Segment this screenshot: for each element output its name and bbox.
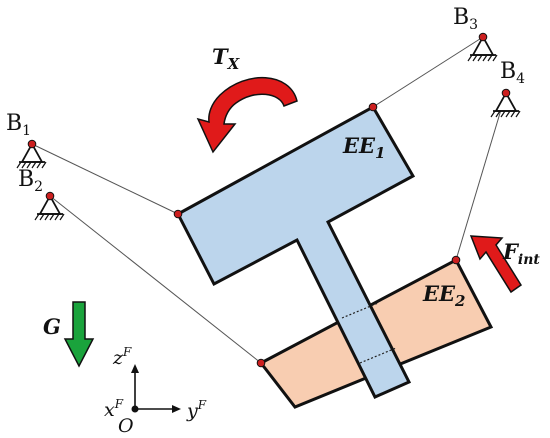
label-b1: B1 [6,111,31,139]
label-ee1: EE1 [342,133,385,162]
label-gravity: G [43,314,61,339]
label-force: Fint [502,239,540,268]
force-arrow [469,235,523,294]
anchor-b4-joint [501,88,511,98]
label-torque: TX [212,44,241,73]
cable-b2 [49,195,262,364]
label-x-axis: xF [104,397,124,421]
label-b2: B2 [18,167,43,195]
ee1-joint-top [368,102,378,112]
overlap-line-upper [341,302,379,319]
label-origin: O [118,415,134,437]
ee1-body [175,104,416,399]
label-b3: B3 [453,5,478,33]
cable-b1 [31,143,179,215]
gravity-arrow [63,301,95,368]
anchor-b4 [490,88,521,118]
coordinate-frame [131,364,181,413]
anchor-b2-joint [45,191,55,201]
torque-arrow [196,76,298,154]
label-y-axis: yF [186,398,207,422]
ee2-joint-top [451,255,461,265]
anchor-b3-joint [478,32,488,42]
cables [31,36,507,364]
cable-b4 [455,92,507,261]
anchor-b3 [467,32,498,62]
anchor-b2 [34,191,65,221]
anchor-b1-joint [27,139,37,149]
ee2-joint-left [256,358,266,368]
overlap-line-lower [359,347,397,364]
label-z-axis: zF [112,345,132,369]
label-b4: B4 [500,59,525,87]
label-ee2: EE2 [422,281,465,310]
cable-b3 [372,36,484,108]
ee1-joint-left [173,209,183,219]
anchor-b1 [16,139,47,169]
origin-dot [131,405,139,413]
